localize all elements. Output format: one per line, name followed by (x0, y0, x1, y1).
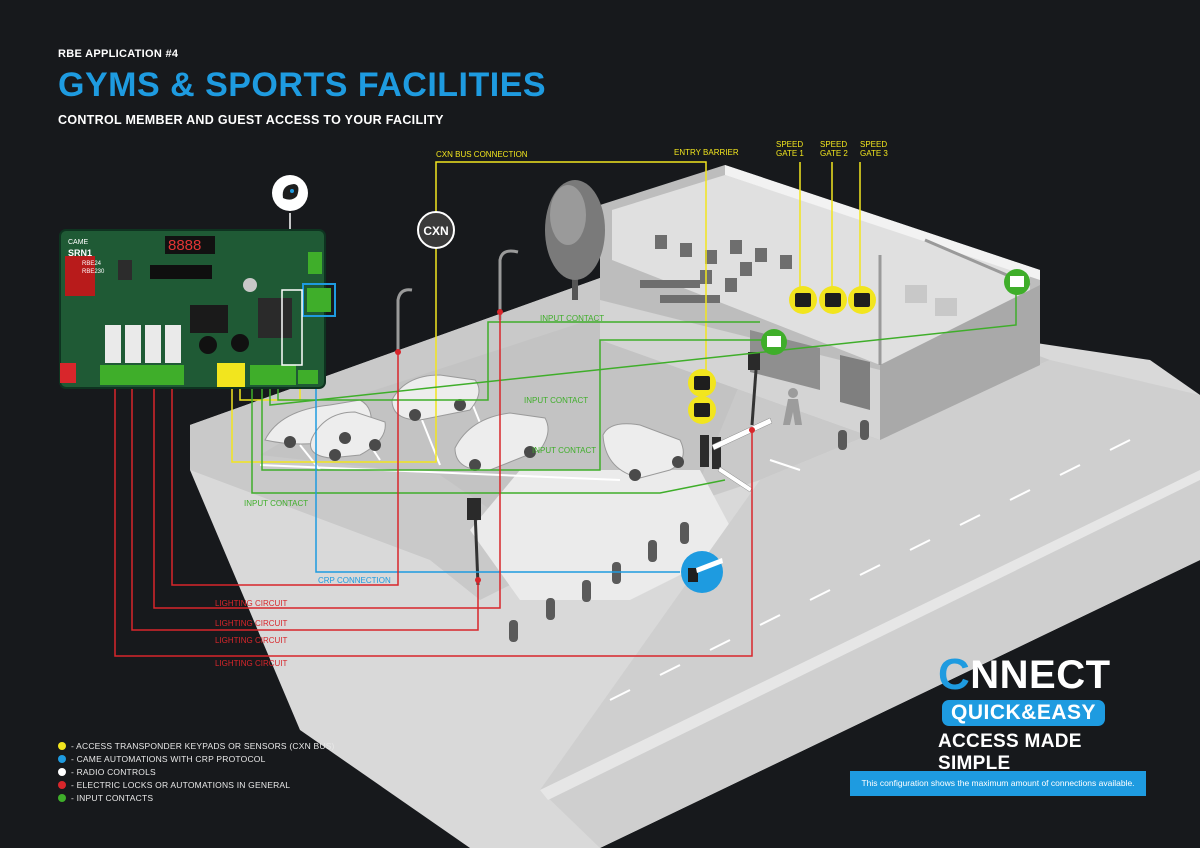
entry-barrier (700, 417, 773, 493)
label-entry-barrier: ENTRY BARRIER (674, 148, 739, 157)
quick-easy-badge: QUICK&EASY (942, 700, 1106, 726)
wiring-lighting (114, 312, 753, 657)
label-speed-gate-1b: GATE 1 (776, 149, 804, 158)
wiring-input-contacts (251, 285, 1017, 494)
legend-dot-icon (58, 754, 66, 763)
input-contact-device-entrance (761, 329, 787, 355)
brand-tagline: ACCESS MADE SIMPLE (938, 731, 1082, 774)
legend-text: - ACCESS TRANSPONDER KEYPADS OR SENSORS … (71, 740, 335, 751)
tree (545, 180, 605, 300)
page-kicker: RBE APPLICATION #4 (58, 48, 179, 60)
configuration-note: This configuration shows the maximum amo… (850, 771, 1146, 796)
connect-rest: NNECT (970, 653, 1111, 697)
label-input-contact-4: INPUT CONTACT (244, 499, 308, 508)
pedestrian-figure (783, 388, 802, 425)
legend-text: - INPUT CONTACTS (71, 792, 154, 803)
legend-dot-icon (58, 741, 66, 750)
controller-board (59, 229, 336, 389)
connect-c-icon: C (938, 650, 971, 699)
parked-cars (264, 374, 684, 481)
legend-item: - ACCESS TRANSPONDER KEYPADS OR SENSORS … (58, 739, 335, 752)
board-brand: CAME (68, 239, 89, 246)
cxn-badge-label: CXN (423, 224, 448, 238)
board-variant-2: RBE230 (82, 269, 105, 275)
label-lighting-1: LIGHTING CIRCUIT (215, 599, 288, 608)
radio-remote-badge (272, 175, 308, 211)
label-speed-gate-3b: GATE 3 (860, 149, 888, 158)
page-title: GYMS & SPORTS FACILITIES (58, 66, 547, 104)
label-input-contact-1: INPUT CONTACT (540, 314, 604, 323)
legend-item: - INPUT CONTACTS (58, 791, 335, 804)
legend-dot-icon (58, 793, 66, 802)
keypad-speed-gate-3 (848, 286, 876, 314)
lamp-head (467, 498, 481, 520)
legend-text: - RADIO CONTROLS (71, 766, 156, 777)
bollards (509, 420, 869, 642)
wiring-crp (315, 315, 680, 573)
legend-item: - CAME AUTOMATIONS WITH CRP PROTOCOL (58, 752, 335, 765)
legend-item: - RADIO CONTROLS (58, 765, 335, 778)
cxn-badge (417, 211, 455, 249)
label-speed-gate-2a: SPEED (820, 140, 847, 149)
page-subtitle: CONTROL MEMBER AND GUEST ACCESS TO YOUR … (58, 113, 444, 127)
label-input-contact-2: INPUT CONTACT (524, 396, 588, 405)
legend-item: - ELECTRIC LOCKS OR AUTOMATIONS IN GENER… (58, 778, 335, 791)
board-model: SRN1 (68, 248, 92, 258)
label-lighting-3: LIGHTING CIRCUIT (215, 636, 288, 645)
keypad-entry-barrier-bottom (688, 396, 716, 424)
lighting-junction-dots (395, 309, 755, 583)
label-speed-gate-2b: GATE 2 (820, 149, 848, 158)
keypad-entry-barrier-top (688, 369, 716, 397)
legend-text: - ELECTRIC LOCKS OR AUTOMATIONS IN GENER… (71, 779, 291, 790)
label-lighting-2: LIGHTING CIRCUIT (215, 619, 288, 628)
board-variant-1: RBE24 (82, 261, 102, 267)
street-lamps (396, 249, 758, 586)
legend-dot-icon (58, 780, 66, 789)
input-contact-device-room (1004, 269, 1030, 295)
label-lighting-4: LIGHTING CIRCUIT (215, 659, 288, 668)
wiring-cxn-bus (231, 161, 861, 463)
label-cxn-bus: CXN BUS CONNECTION (436, 150, 528, 159)
label-speed-gate-1a: SPEED (776, 140, 803, 149)
label-input-contact-3: INPUT CONTACT (532, 446, 596, 455)
legend-dot-icon (58, 767, 66, 776)
lamp-head (748, 352, 760, 370)
legend: - ACCESS TRANSPONDER KEYPADS OR SENSORS … (58, 739, 335, 804)
keypad-speed-gate-2 (819, 286, 847, 314)
label-speed-gate-3a: SPEED (860, 140, 887, 149)
label-crp-connection: CRP CONNECTION (318, 576, 391, 585)
board-display: 8888 (168, 237, 201, 254)
gym-equipment (640, 235, 792, 303)
road-markings (609, 439, 1131, 701)
legend-text: - CAME AUTOMATIONS WITH CRP PROTOCOL (71, 753, 266, 764)
keypad-speed-gate-1 (789, 286, 817, 314)
crp-barrier-badge (681, 551, 723, 593)
